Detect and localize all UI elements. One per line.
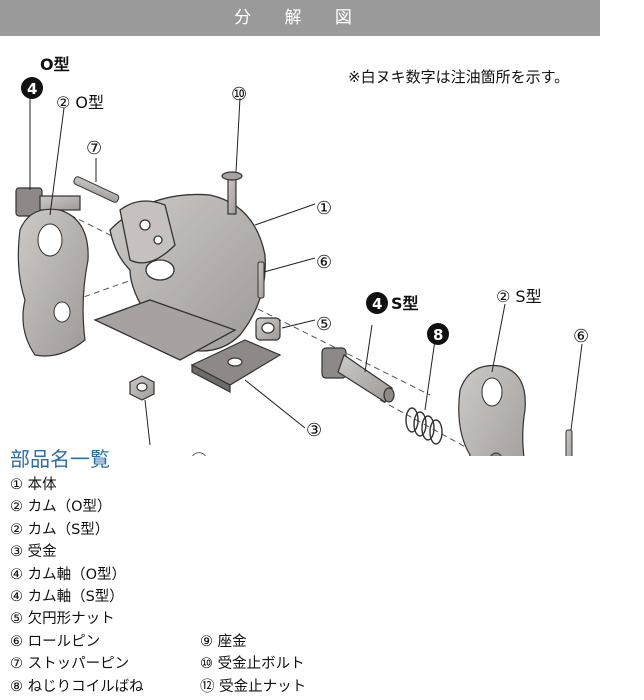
part-item: ⑫ 受金止ナット	[200, 678, 307, 695]
part-item: ⑨ 座金	[200, 634, 247, 650]
callout-12: ⑫	[190, 452, 208, 456]
oil-point-4-s: 4	[366, 292, 388, 314]
oil-point-8: 8	[427, 323, 449, 345]
oil-point-4-o: 4	[21, 77, 43, 99]
roll-pin-left	[257, 261, 265, 299]
label-cam-o: ② O型	[56, 93, 104, 112]
svg-text:8: 8	[433, 326, 443, 344]
part-item: ⑩ 受金止ボルト	[200, 656, 305, 673]
receiver-block	[190, 339, 282, 393]
callout-7: ⑦	[86, 138, 102, 159]
callout-6b: ⑥	[573, 326, 589, 347]
part-item: ④ カム軸（S型）	[10, 589, 124, 606]
callout-3: ③	[306, 420, 322, 441]
cam-o-hole	[37, 223, 63, 257]
cam-s	[458, 364, 526, 456]
part-item: ④ カム軸（O型）	[10, 566, 127, 583]
parts-list-left: ① 本体 ② カム（O型） ② カム（S型） ③ 受金 ④ カム軸（O型） ④ …	[10, 474, 144, 698]
cam-o-hole2	[53, 301, 71, 323]
part-item: ⑥ ロールピン	[10, 633, 101, 650]
cam-shaft-s	[321, 347, 395, 403]
part-item: ⑧ ねじりコイルばね	[10, 678, 144, 695]
oil-note: ※白ヌキ数字は注油箇所を示す。	[348, 68, 570, 86]
callout-1: ①	[316, 198, 332, 219]
part-item: ⑦ ストッパーピン	[10, 656, 130, 673]
cam-o	[17, 208, 89, 357]
callout-6a: ⑥	[316, 252, 332, 273]
torsion-spring	[405, 407, 443, 445]
label-s-type: S型	[391, 294, 419, 313]
leader-lines	[29, 96, 583, 446]
cam-s-hole2	[490, 452, 502, 456]
bolt-10	[221, 171, 243, 215]
svg-text:4: 4	[27, 80, 37, 98]
part-item: ⑤ 欠円形ナット	[10, 611, 115, 628]
stopper-pin	[73, 176, 120, 203]
label-cam-s: ② S型	[496, 287, 542, 306]
label-o-type-top: O型	[40, 55, 70, 74]
nut-5-left	[255, 317, 281, 341]
nut-12	[129, 375, 155, 401]
parts-list-title: 部品名一覧	[10, 447, 110, 471]
exploded-diagram: ⑩ ⑦ ① ⑥ ⑤ ③ ⑫ ⑥ ⑨ ⑤ 4 4 8 O型 ② O型 S型 ② S…	[15, 55, 589, 456]
parts-list-right: ⑨ 座金 ⑩ 受金止ボルト ⑫ 受金止ナット	[200, 631, 306, 698]
callout-10: ⑩	[231, 84, 247, 105]
svg-text:4: 4	[372, 295, 382, 313]
roll-pin-right	[565, 429, 573, 456]
callout-5a: ⑤	[316, 314, 332, 335]
part-item: ② カム（O型）	[10, 499, 112, 516]
header-bar: 分 解 図	[0, 0, 600, 36]
cam-s-hole	[481, 377, 503, 407]
cam-shaft-o	[15, 187, 81, 217]
part-item: ② カム（S型）	[10, 521, 110, 538]
part-item: ① 本体	[10, 477, 57, 493]
main-body	[93, 193, 266, 361]
part-item: ③ 受金	[10, 544, 57, 561]
